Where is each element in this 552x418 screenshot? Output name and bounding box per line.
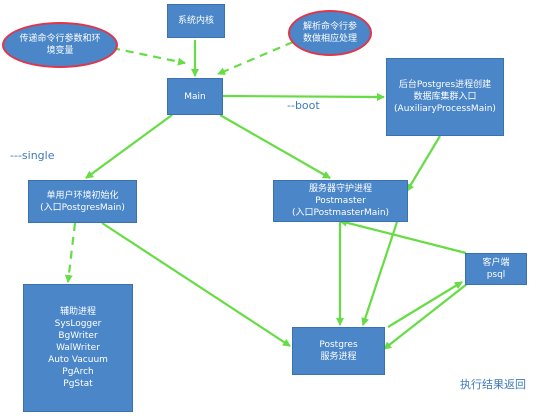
edge-main-postmaster xyxy=(219,114,331,179)
helpers-line-6: PgArch xyxy=(62,367,94,377)
edge-single-helpers xyxy=(64,222,77,283)
parse-args-line-1: 解析命令行参 xyxy=(302,22,357,32)
auxiliary-line-3: (AuxiliaryProcessMain) xyxy=(394,104,496,114)
auxiliary-line-2: 数据库集群入口 xyxy=(413,92,477,102)
postgres-line-1: Postgres xyxy=(319,340,358,350)
edge-main-auxiliary xyxy=(222,92,385,101)
postmaster-line-2: Postmaster xyxy=(315,196,366,206)
helpers-line-3: BgWriter xyxy=(58,331,98,341)
parse-args-line-2: 数做相应处理 xyxy=(302,34,357,44)
kernel-node-label: 系统内核 xyxy=(177,16,214,26)
postmaster-line-3: (入口PostmasterMain) xyxy=(291,208,390,218)
single-user-node: 单用户环境初始化 (入口PostgresMain) xyxy=(28,180,137,223)
postmaster-node: 服务器守护进程 Postmaster (入口PostmasterMain) xyxy=(273,180,408,222)
edge-pass-args-main xyxy=(111,46,186,66)
edge-single-postgres xyxy=(101,222,291,347)
helpers-line-1: 辅助进程 xyxy=(59,307,96,317)
main-node: Main xyxy=(167,78,223,115)
parse-args-ellipse: 解析命令行参 数做相应处理 xyxy=(288,10,372,56)
edge-client-postmaster xyxy=(339,218,467,255)
edge-postgres-client xyxy=(387,281,463,328)
edge-postmaster-postgres-2 xyxy=(361,221,399,326)
pass-args-ellipse: 传递命令行参数和环 境变量 xyxy=(2,22,118,68)
single-user-line-2: (入口PostgresMain) xyxy=(40,202,125,213)
auxiliary-line-1: 后台Postgres进程创建 xyxy=(398,80,492,90)
edge-main-single xyxy=(85,114,173,179)
helpers-line-4: WalWriter xyxy=(56,343,100,353)
pass-args-line-2: 境变量 xyxy=(46,46,74,56)
postmaster-line-1: 服务器守护进程 xyxy=(308,184,372,194)
client-line-2: psql xyxy=(486,270,506,280)
helpers-line-2: SysLogger xyxy=(54,319,102,329)
main-node-label: Main xyxy=(184,91,206,102)
boot-label: --boot xyxy=(287,99,320,112)
auxiliary-node: 后台Postgres进程创建 数据库集群入口 (AuxiliaryProcess… xyxy=(386,58,504,136)
single-user-line-1: 单用户环境初始化 xyxy=(46,190,119,201)
result-return-label: 执行结果返回 xyxy=(460,378,526,391)
postgres-node: Postgres 服务进程 xyxy=(292,327,385,375)
client-line-1: 客户端 xyxy=(482,258,510,268)
kernel-node: 系统内核 xyxy=(167,4,225,38)
single-label: ---single xyxy=(10,149,55,162)
helpers-line-5: Auto Vacuum xyxy=(48,355,108,365)
edge-client-postgres xyxy=(383,283,468,350)
helpers-node: 辅助进程 SysLogger BgWriter WalWriter Auto V… xyxy=(23,284,133,412)
client-node: 客户端 psql xyxy=(465,253,527,285)
edge-auxiliary-postmaster xyxy=(406,135,441,192)
postgres-line-2: 服务进程 xyxy=(320,352,357,362)
helpers-line-7: PgStat xyxy=(63,379,93,389)
pass-args-line-1: 传递命令行参数和环 xyxy=(19,34,101,44)
edge-parse-args-main xyxy=(217,40,294,76)
